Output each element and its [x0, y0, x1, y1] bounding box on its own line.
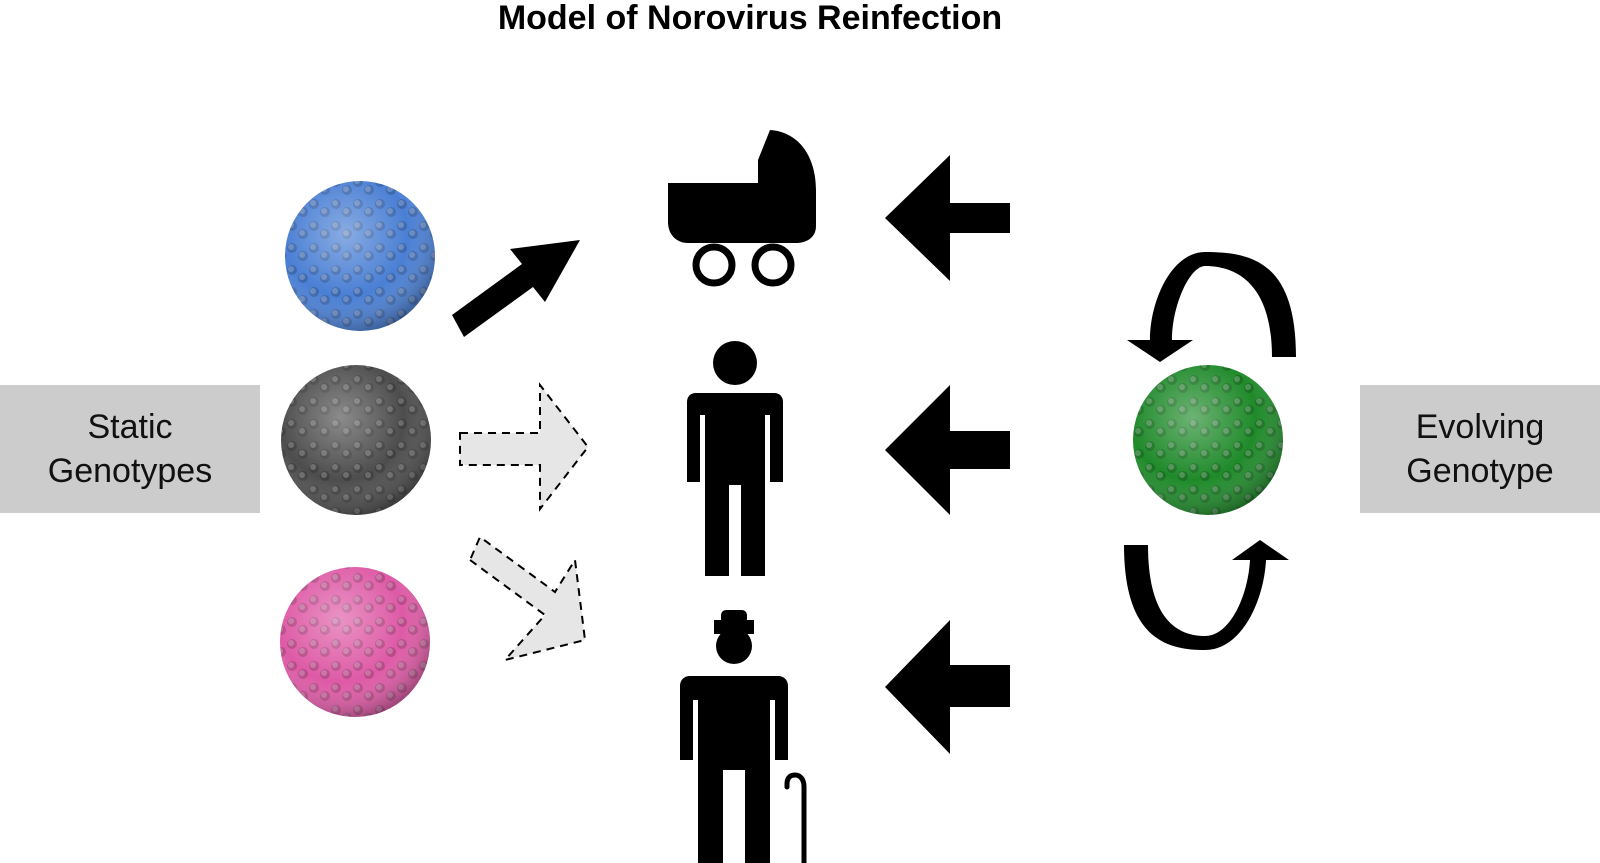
- circular-arrows-icon: [1124, 252, 1296, 650]
- virus-particle-blue: [285, 181, 435, 331]
- dashed-arrow-to-elderly: [468, 535, 587, 662]
- dashed-arrow-to-adult: [459, 382, 590, 512]
- evolving-genotype-text: Evolving Genotype: [1406, 408, 1554, 490]
- diagram-title: Model of Norovirus Reinfection: [497, 0, 1003, 37]
- static-genotypes-label: Static Genotypes: [0, 385, 260, 513]
- solid-arrow-right-to-elderly: [885, 620, 1010, 754]
- solid-arrow-right-to-adult: [885, 385, 1010, 515]
- baby-carriage-icon: [668, 130, 816, 287]
- virus-particle-green: [1133, 365, 1283, 515]
- evolving-genotype-label: Evolving Genotype: [1360, 385, 1600, 513]
- solid-arrow-right-to-infant: [885, 155, 1010, 281]
- virus-particle-pink: [280, 567, 430, 717]
- static-genotypes-text: Static Genotypes: [47, 408, 213, 490]
- elderly-person-with-cane-icon: [680, 610, 807, 863]
- adult-person-icon: [687, 341, 783, 576]
- virus-particle-gray: [281, 365, 431, 515]
- solid-arrow-to-infant: [452, 240, 580, 337]
